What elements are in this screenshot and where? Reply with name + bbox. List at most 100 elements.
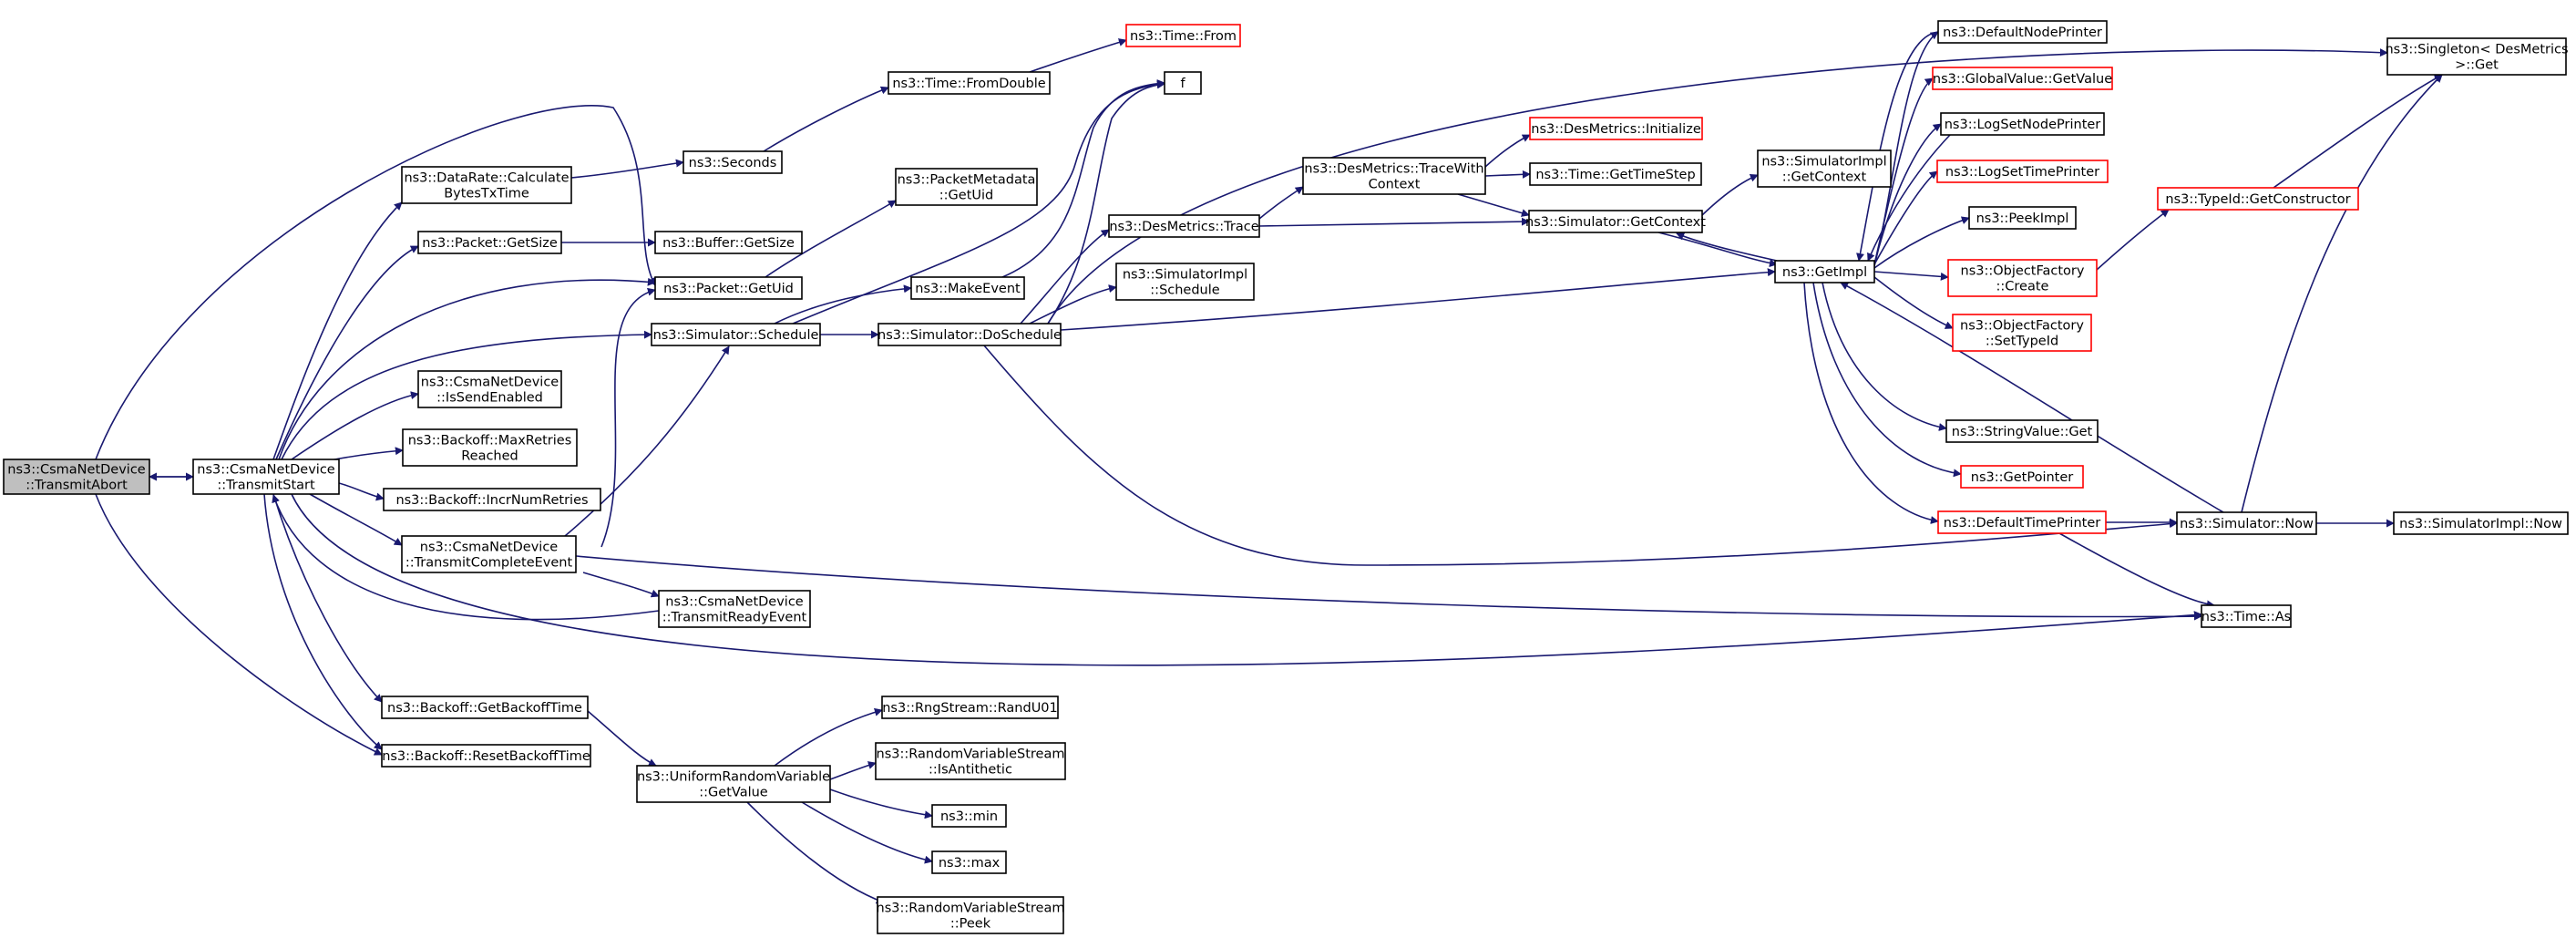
node-label: ns3::SimulatorImpl (1761, 155, 1886, 170)
node-me[interactable]: ns3::MakeEvent (910, 276, 1025, 300)
node-svg[interactable]: ns3::StringValue::Get (1945, 419, 2099, 443)
edge-tfd-to-tf (1029, 38, 1127, 73)
edge-gi-to-sgc (1676, 232, 1778, 262)
node-dnp[interactable]: ns3::DefaultNodePrinter (1937, 20, 2108, 44)
edge-urv-to-rru (774, 707, 883, 767)
node-bir[interactable]: ns3::Backoff::IncrNumRetries (383, 488, 601, 511)
node-tfd[interactable]: ns3::Time::FromDouble (888, 71, 1051, 95)
node-label: ns3::StringValue::Get (1952, 425, 2093, 439)
node-tas[interactable]: ns3::Time::As (2201, 604, 2292, 628)
edge-ts-to-dr (272, 201, 403, 460)
node-dmt[interactable]: ns3::DesMetrics::Trace (1108, 214, 1260, 238)
edge-gi-to-pi (1873, 216, 1970, 269)
node-sds[interactable]: ns3::Simulator::DoSchedule (877, 323, 1062, 346)
edge-ts-to-tas (291, 493, 2202, 666)
node-label: ns3::DefaultTimePrinter (1944, 516, 2100, 531)
node-label: ::TransmitReadyEvent (662, 611, 807, 625)
edge-me-to-f (1001, 79, 1165, 278)
node-label: ::IsAntithetic (929, 763, 1012, 778)
node-tce[interactable]: ns3::CsmaNetDevice::TransmitCompleteEven… (401, 535, 577, 573)
edge-sec-to-tfd (763, 86, 889, 152)
node-ggv[interactable]: ns3::GlobalValue::GetValue (1932, 67, 2113, 90)
node-rru[interactable]: ns3::RngStream::RandU01 (881, 696, 1059, 719)
node-tgs[interactable]: ns3::Time::GetTimeStep (1529, 162, 1702, 186)
node-label: ns3::Packet::GetUid (663, 282, 794, 296)
node-label: ns3::LogSetNodePrinter (1945, 118, 2101, 132)
node-sng[interactable]: ns3::Singleton< DesMetrics>::Get (2385, 37, 2569, 76)
edge-gi-to-ofc (1873, 271, 1949, 281)
node-max[interactable]: ns3::max (931, 850, 1007, 874)
node-lst[interactable]: ns3::LogSetTimePrinter (1936, 160, 2109, 183)
node-tf[interactable]: ns3::Time::From (1125, 24, 1241, 47)
edge-ts-to-brb (263, 493, 383, 750)
node-min[interactable]: ns3::min (931, 804, 1007, 828)
node-ss[interactable]: ns3::Simulator::Schedule (651, 323, 821, 346)
edge-urv-to-max (801, 801, 933, 864)
node-bgb[interactable]: ns3::Backoff::GetBackoffTime (381, 696, 589, 719)
node-label: ns3::Singleton< DesMetrics (2385, 43, 2568, 57)
node-label: ns3::CsmaNetDevice (197, 463, 335, 478)
node-label: ns3::CsmaNetDevice (421, 376, 559, 390)
node-sis[interactable]: ns3::SimulatorImpl::Schedule (1115, 263, 1255, 301)
node-label: ns3::SimulatorImpl (1123, 268, 1247, 283)
node-f[interactable]: f (1164, 71, 1202, 95)
node-label: ::GetValue (699, 786, 768, 800)
node-tre[interactable]: ns3::CsmaNetDevice::TransmitReadyEvent (658, 590, 811, 628)
node-sec[interactable]: ns3::Seconds (682, 150, 783, 174)
node-pmu[interactable]: ns3::PacketMetadata::GetUid (895, 168, 1038, 206)
edge-gi-to-lsn (1873, 123, 1942, 265)
node-ofs[interactable]: ns3::ObjectFactory::SetTypeId (1952, 314, 2092, 352)
edge-dtc-to-dmi (1484, 134, 1531, 168)
node-brb[interactable]: ns3::Backoff::ResetBackoffTime (381, 744, 591, 768)
edge-tce-to-ss (564, 345, 730, 537)
edge-ts-to-bir (338, 482, 385, 501)
node-ts[interactable]: ns3::CsmaNetDevice::TransmitStart (192, 459, 340, 495)
edge-ts-to-pgu (278, 277, 656, 460)
node-sigc[interactable]: ns3::SimulatorImpl::GetContext (1757, 149, 1892, 188)
node-sgc[interactable]: ns3::Simulator::GetContext (1525, 210, 1706, 233)
edge-tce-to-tas (575, 555, 2202, 621)
node-pgu[interactable]: ns3::Packet::GetUid (654, 276, 803, 300)
node-ria[interactable]: ns3::RandomVariableStream::IsAntithetic (875, 742, 1066, 780)
node-label: ns3::MakeEvent (915, 282, 1021, 296)
node-label: ns3::Seconds (689, 156, 777, 170)
edge-urv-to-rpk (746, 801, 885, 904)
node-sin[interactable]: ns3::SimulatorImpl::Now (2393, 511, 2569, 535)
edge-tce-to-pgu (600, 287, 656, 548)
node-pgs[interactable]: ns3::Packet::GetSize (417, 231, 562, 254)
node-lsn[interactable]: ns3::LogSetNodePrinter (1940, 112, 2105, 136)
node-sn[interactable]: ns3::Simulator::Now (2176, 511, 2317, 535)
node-label: ns3::Time::As (2201, 610, 2291, 624)
node-rpk[interactable]: ns3::RandomVariableStream::Peek (877, 896, 1065, 934)
edge-lsn-to-gi (1867, 134, 1951, 262)
node-ofc[interactable]: ns3::ObjectFactory::Create (1947, 259, 2098, 297)
node-bgs[interactable]: ns3::Buffer::GetSize (654, 231, 803, 254)
node-dmi[interactable]: ns3::DesMetrics::Initialize (1529, 117, 1703, 140)
node-label: ns3::Backoff::MaxRetries (408, 434, 572, 448)
edge-tre-to-ts (272, 494, 660, 621)
node-label: >::Get (2455, 58, 2499, 73)
edge-ta-to-pgu (95, 105, 656, 460)
node-label: ns3::DesMetrics::TraceWith (1304, 162, 1483, 177)
node-gp[interactable]: ns3::GetPointer (1960, 465, 2084, 489)
node-label: ns3::TypeId::GetConstructor (2165, 192, 2350, 207)
node-label: ns3::Simulator::DoSchedule (877, 328, 1062, 343)
node-label: ns3::DataRate::Calculate (404, 171, 569, 186)
node-cse[interactable]: ns3::CsmaNetDevice::IsSendEnabled (417, 370, 562, 408)
node-gi[interactable]: ns3::GetImpl (1774, 260, 1875, 283)
edge-ts-to-pgs (275, 245, 419, 460)
edge-dtp-to-tas (2058, 532, 2215, 609)
node-urv[interactable]: ns3::UniformRandomVariable::GetValue (636, 765, 831, 803)
edge-tce-to-tre (582, 572, 660, 598)
edge-gi-to-lst (1873, 170, 1938, 265)
node-label: ns3::GetImpl (1782, 265, 1867, 280)
node-pi[interactable]: ns3::PeekImpl (1968, 206, 2077, 230)
edge-ta-to-brb (95, 493, 383, 756)
node-dtp[interactable]: ns3::DefaultTimePrinter (1937, 510, 2107, 534)
node-tgc[interactable]: ns3::TypeId::GetConstructor (2157, 187, 2359, 211)
edge-sgc-to-sigc (1701, 173, 1759, 216)
edge-dmt-to-dtc (1258, 186, 1304, 220)
